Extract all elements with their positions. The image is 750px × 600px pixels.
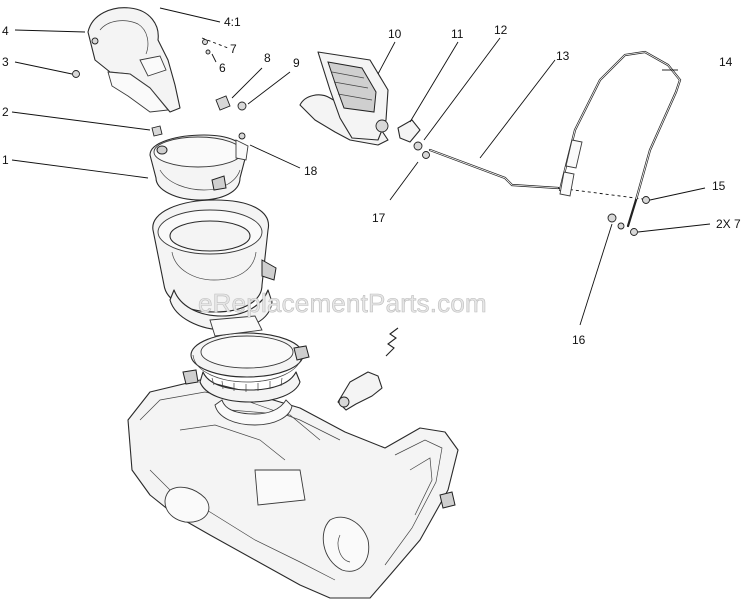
- callout-7: 7: [230, 42, 237, 56]
- callout-4to1: 4:1: [224, 15, 241, 29]
- chute-flange: [149, 134, 249, 201]
- callout-15: 15: [712, 179, 726, 193]
- callout-14: 14: [719, 55, 733, 69]
- callout-18: 18: [304, 164, 318, 178]
- callout-1: 1: [2, 153, 9, 167]
- chute-ring-gear: [182, 332, 310, 426]
- chute-handle: [558, 50, 682, 228]
- callout-8: 8: [264, 51, 271, 65]
- callout-4: 4: [2, 24, 9, 38]
- callout-17: 17: [372, 211, 386, 225]
- callout-13: 13: [556, 49, 570, 63]
- callout-labels: 4 4:1 3 7 6 8 9 2 1 18 10 11 12 13 14 15…: [2, 15, 741, 347]
- callout-3: 3: [2, 55, 9, 69]
- callout-2: 2: [2, 105, 9, 119]
- watermark-text: eReplacementParts.com: [198, 288, 487, 318]
- callout-10: 10: [388, 27, 402, 41]
- chute-deflector: [87, 7, 181, 113]
- chute-hardware: [72, 39, 247, 140]
- chute-control-rod: [428, 148, 651, 201]
- callout-9: 9: [293, 56, 300, 70]
- lower-chute: [152, 199, 277, 337]
- crank-spring: [337, 327, 399, 411]
- callout-6: 6: [219, 61, 226, 75]
- auger-housing: [127, 379, 459, 599]
- callout-2x7: 2X 7: [716, 217, 741, 231]
- leader-lines: [11, 7, 711, 326]
- callout-12: 12: [494, 23, 508, 37]
- control-bracket: [397, 119, 430, 159]
- handle-hardware: [607, 196, 650, 236]
- chute-control-housing: [299, 51, 389, 146]
- callout-11: 11: [451, 27, 464, 41]
- callout-16: 16: [572, 333, 586, 347]
